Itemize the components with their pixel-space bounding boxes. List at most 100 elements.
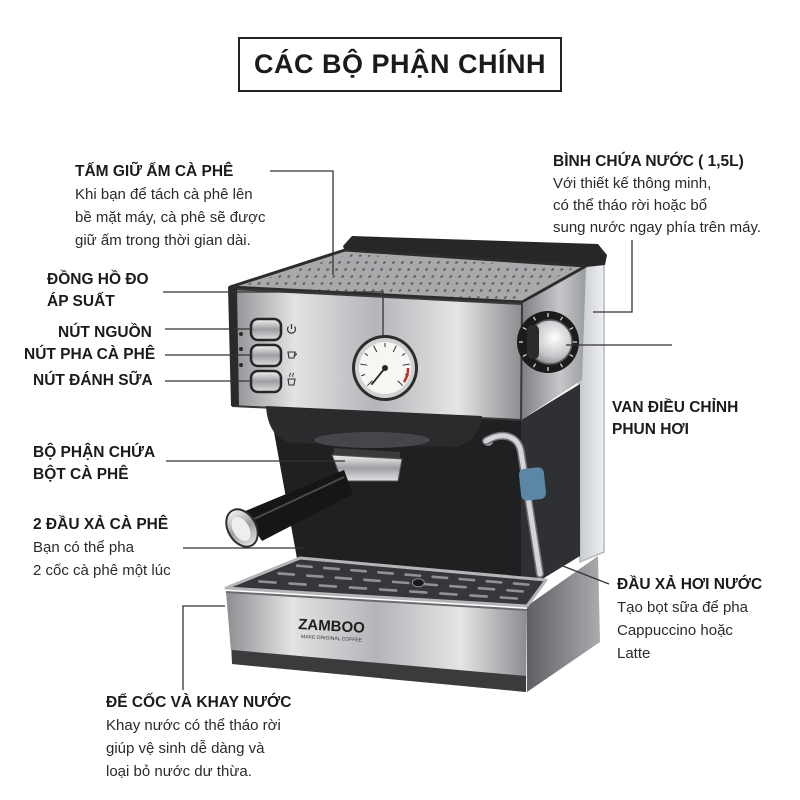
tray-slot — [363, 578, 382, 583]
tray-slot — [391, 580, 410, 585]
label-power-button: NÚT NGUỒN — [58, 322, 152, 344]
status-light — [239, 363, 243, 367]
warming-plate-holes — [240, 254, 574, 300]
label-title: NÚT PHA CÀ PHÊ — [24, 346, 156, 363]
tray-slot — [404, 573, 422, 578]
tray-slot — [305, 574, 324, 578]
tray-slot — [448, 584, 467, 589]
tray-slot — [485, 579, 503, 584]
label-title: BỘT CÀ PHÊ — [33, 466, 129, 483]
gauge-tick — [373, 345, 378, 353]
steam-wand-grip — [518, 467, 547, 501]
leader-line-drip-tray — [182, 605, 225, 690]
gauge-center-cap — [382, 365, 388, 371]
leader-line-pressure-gauge — [163, 291, 384, 337]
brand-tagline: MAKE ORIGINAL COFFEE — [301, 634, 363, 644]
label-pressure-gauge: ĐỒNG HỒ ĐO ÁP SUẤT — [47, 269, 149, 313]
front-panel-trim — [228, 287, 239, 406]
power-icon — [286, 324, 297, 334]
leader-line-steam-wand — [549, 560, 610, 585]
label-title: VAN ĐIỀU CHỈNH — [612, 399, 739, 416]
label-drip-tray: ĐỂ CỐC VÀ KHAY NƯỚC Khay nước có thể thá… — [106, 692, 291, 783]
tray-slot — [350, 568, 368, 573]
label-description: Khi bạn để tách cà phê lên — [75, 186, 253, 203]
leader-line-warming-plate — [270, 170, 334, 275]
brand-logo: ZAMBOO — [298, 616, 366, 637]
label-description: loại bỏ nước dư thừa. — [106, 763, 252, 780]
portafilter-handle — [243, 470, 353, 541]
label-description: giữ ấm trong thời gian dài. — [75, 232, 251, 249]
label-title: ĐỂ CỐC VÀ KHAY NƯỚC — [106, 694, 292, 711]
tray-slot — [512, 582, 530, 586]
label-description: Khay nước có thể tháo rời — [106, 717, 281, 734]
label-title: ĐỒNG HỒ ĐO — [47, 271, 149, 288]
tray-slot — [458, 577, 476, 582]
label-description: bề mặt máy, cà phê sẽ được — [75, 209, 266, 226]
tray-slot — [277, 572, 296, 576]
label-description: sung nước ngay phía trên máy. — [553, 219, 762, 236]
label-description: có thể tháo rời hoặc bổ — [553, 197, 708, 214]
knob-tick — [532, 363, 537, 368]
tray-slot — [477, 586, 496, 591]
coffee-cup-icon — [287, 351, 297, 359]
status-light — [239, 347, 243, 351]
leader-line-water-tank — [593, 240, 633, 313]
label-steam-knob: VAN ĐIỀU CHỈNH PHUN HƠI — [612, 397, 738, 441]
gauge-red-zone — [402, 367, 410, 383]
tray-slot — [334, 576, 353, 581]
gauge-tick — [392, 345, 397, 353]
tray-drain-hole — [411, 578, 425, 588]
steam-control-knob[interactable] — [517, 311, 579, 373]
tray-slot — [318, 584, 338, 588]
gauge-tick — [401, 352, 406, 357]
label-description: Với thiết kế thông minh, — [553, 175, 712, 192]
tray-slot — [431, 575, 449, 580]
group-head-ring — [314, 432, 430, 448]
page-title: CÁC BỘ PHẬN CHÍNH — [238, 37, 562, 92]
knob-tick — [569, 326, 574, 331]
gauge-tick — [360, 363, 368, 366]
label-description: Tạo bọt sữa để pha — [617, 599, 748, 616]
label-title: NÚT NGUỒN — [58, 324, 152, 341]
drip-tray-grate — [224, 556, 548, 608]
tray-slot — [506, 589, 525, 593]
tray-slot — [288, 582, 307, 586]
gauge-tick — [361, 374, 366, 377]
label-dual-spout: 2 ĐẦU XẢ CÀ PHÊ Bạn có thể pha 2 cốc cà … — [33, 514, 171, 582]
knob-tick — [522, 326, 527, 331]
label-title: BỘ PHẬN CHỨA — [33, 444, 156, 461]
tray-slot — [469, 594, 488, 598]
knob-tick — [532, 316, 537, 321]
base-top-rim — [225, 591, 528, 611]
tray-slot — [322, 566, 340, 571]
knob-tick — [569, 353, 574, 358]
label-title: NÚT ĐÁNH SỮA — [33, 372, 153, 389]
label-portafilter: BỘ PHẬN CHỨA BỘT CÀ PHÊ — [33, 442, 155, 486]
label-description: Cappuccino hoặc — [617, 622, 733, 639]
gauge-tick — [364, 352, 369, 357]
steam-cup-icon-steam — [289, 372, 295, 378]
pressure-gauge — [352, 335, 418, 401]
gauge-tick — [366, 380, 373, 387]
tray-slot — [295, 564, 313, 569]
gauge-tick — [397, 380, 404, 387]
label-title: PHUN HƠI — [612, 421, 689, 438]
status-light — [239, 332, 243, 336]
base-side-panel — [527, 556, 600, 692]
coffee-cup-icon-handle — [294, 352, 297, 357]
knob-tick — [522, 353, 527, 358]
label-title: TẤM GIỮ ẤM CÀ PHÊ — [75, 163, 234, 180]
knob-lever[interactable] — [527, 325, 539, 359]
label-title: 2 ĐẦU XẢ CÀ PHÊ — [33, 516, 169, 533]
label-title: BÌNH CHỨA NƯỚC ( 1,5L) — [553, 153, 744, 170]
label-description: giúp vệ sinh dễ dàng và — [106, 740, 265, 757]
label-description: 2 cốc cà phê một lúc — [33, 562, 171, 579]
knob-tick — [559, 316, 564, 321]
gauge-needle — [371, 367, 386, 385]
steam-cup-icon — [287, 372, 296, 386]
tray-slot — [348, 586, 368, 590]
label-warming-plate: TẤM GIỮ ẤM CÀ PHÊ Khi bạn để tách cà phê… — [75, 161, 266, 252]
